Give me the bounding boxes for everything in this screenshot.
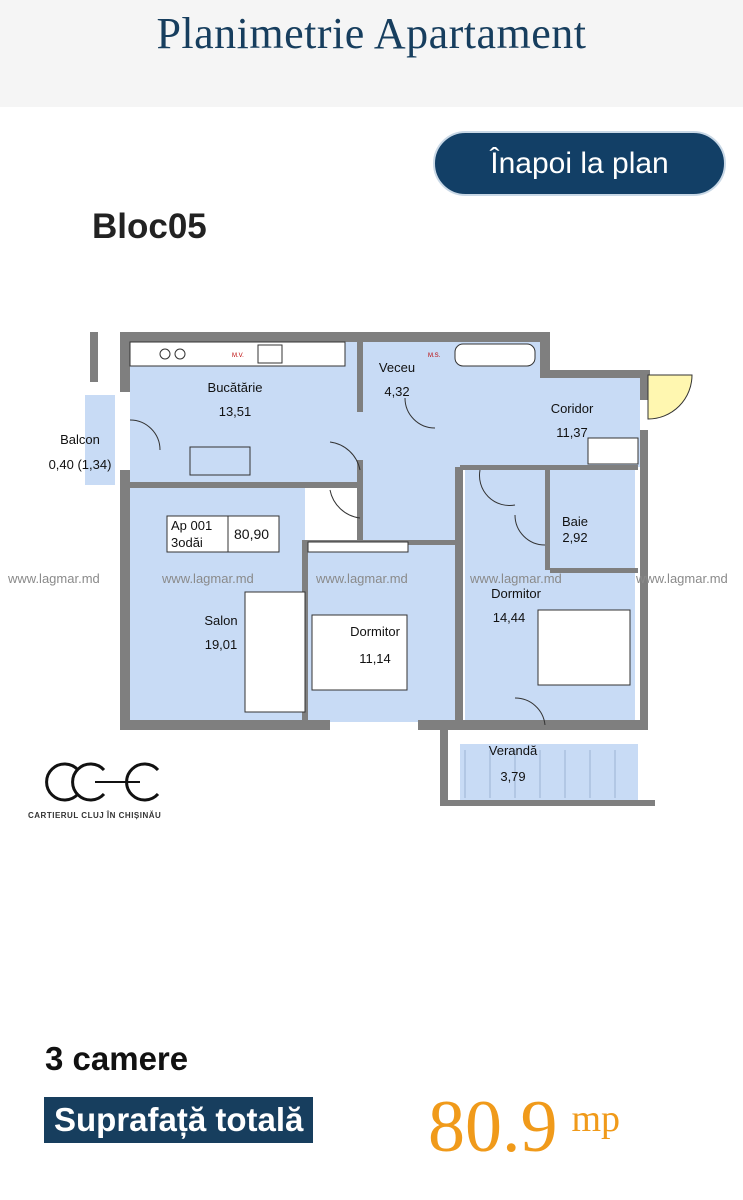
ms-label: M.S. (428, 353, 441, 359)
watermark: www.lagmar.md (469, 571, 562, 586)
page-header: Planimetrie Apartament (0, 0, 743, 107)
ccc-logo (45, 762, 160, 802)
apartment-number: Ap 001 (171, 518, 212, 533)
watermark: www.lagmar.md (161, 571, 254, 586)
room-area: 4,32 (384, 384, 409, 399)
room-name: Veceu (379, 360, 415, 375)
room-area: 2,92 (562, 530, 587, 545)
total-surface-unit: mp (571, 1098, 621, 1140)
watermark: www.lagmar.md (7, 571, 100, 586)
apartment-area: 80,90 (234, 526, 269, 542)
room-name: Coridor (551, 401, 594, 416)
watermark: www.lagmar.md (315, 571, 408, 586)
back-to-plan-button[interactable]: Înapoi la plan (433, 131, 726, 196)
room-name: Bucătărie (208, 380, 263, 395)
rooms-count: 3 camere (45, 1040, 189, 1077)
room-area: 3,79 (500, 769, 525, 784)
page-title: Planimetrie Apartament (156, 9, 587, 58)
watermark: www.lagmar.md (635, 571, 728, 586)
room-area: 0,40 (1,34) (49, 457, 112, 472)
room-name: Verandă (489, 743, 538, 758)
room-name: Dormitor (491, 586, 542, 601)
total-surface-number: 80.9 (428, 1086, 558, 1168)
room-name: Dormitor (350, 624, 401, 639)
total-surface-label: Suprafață totală (44, 1097, 314, 1143)
mv-label: M.V. (232, 353, 244, 359)
room-name: Balcon (60, 432, 100, 447)
room-area: 14,44 (493, 610, 526, 625)
room-name: Salon (204, 613, 237, 628)
logo-caption: CARTIERUL CLUJ ÎN CHIȘINĂU (28, 811, 161, 820)
total-surface-value: 80.9 mp (428, 1085, 620, 1170)
block-name: Bloc05 (92, 207, 207, 246)
room-area: 19,01 (205, 637, 238, 652)
floor-plan: M.V. M.S. Ap 001 3odăi 80,90 Bucătărie 1… (7, 332, 728, 820)
room-name: Baie (562, 514, 588, 529)
apartment-type: 3odăi (171, 535, 203, 550)
room-area: 11,14 (359, 651, 391, 666)
room-area: 11,37 (556, 425, 588, 440)
room-area: 13,51 (219, 404, 252, 419)
